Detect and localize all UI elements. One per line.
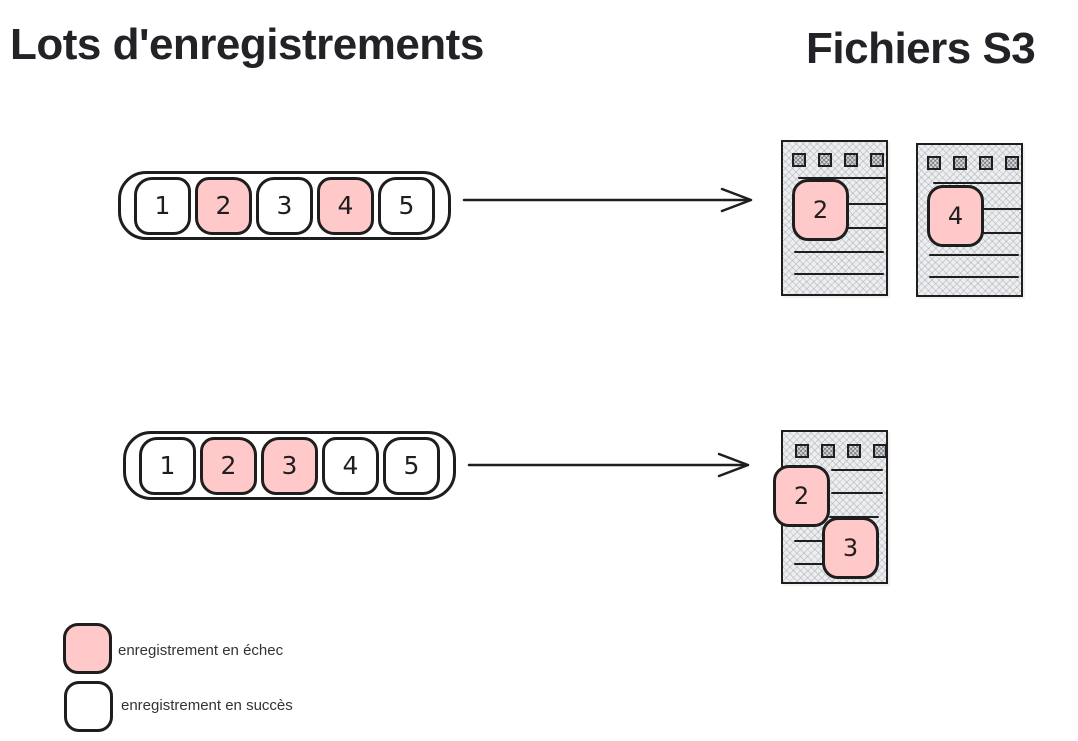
s3-file-lot1-a: 2 (781, 140, 888, 296)
ruled-line (929, 254, 1019, 256)
file-header-square-icon (870, 153, 884, 167)
file-header-square-icon (821, 444, 835, 458)
file-header-square-icon (844, 153, 858, 167)
record-box: 2 (200, 436, 257, 495)
ruled-line (831, 492, 883, 494)
record-box: 1 (139, 436, 196, 495)
ruled-line (847, 203, 887, 205)
record-box: 3 (261, 436, 318, 495)
file-header-square-icon (847, 444, 861, 458)
record-box: 4 (322, 436, 379, 495)
ruled-line (982, 208, 1022, 210)
legend-swatch-failed (63, 623, 112, 674)
record-box: 2 (195, 176, 252, 235)
file-header-square-icon (818, 153, 832, 167)
title-lots-enregistrements: Lots d'enregistrements (10, 20, 484, 69)
record-box: 5 (378, 176, 435, 235)
ruled-line (933, 182, 1021, 184)
record-box: 5 (383, 436, 440, 495)
ruled-line (831, 469, 883, 471)
ruled-line (847, 227, 887, 229)
failed-record-chip: 2 (792, 179, 849, 241)
batch-lot-2: 1 2 3 4 5 (123, 431, 456, 500)
record-box: 3 (256, 176, 313, 235)
file-header-square-icon (792, 153, 806, 167)
ruled-line (794, 540, 826, 542)
file-header-square-icon (979, 156, 993, 170)
file-header-square-icon (1005, 156, 1019, 170)
title-fichiers-s3: Fichiers S3 (806, 24, 1036, 73)
ruled-line (794, 563, 826, 565)
legend-label-success: enregistrement en succès (121, 697, 293, 714)
record-box: 4 (317, 176, 374, 235)
arrow-lot1-to-files (462, 187, 753, 213)
legend-swatch-success (64, 681, 113, 732)
file-header-square-icon (927, 156, 941, 170)
failed-record-chip: 3 (822, 517, 879, 579)
ruled-line (798, 177, 886, 179)
ruled-line (982, 232, 1022, 234)
legend-label-failed: enregistrement en échec (118, 642, 284, 659)
arrow-lot2-to-file (467, 452, 750, 478)
s3-file-lot2: 2 3 (773, 430, 888, 584)
failed-record-chip: 2 (773, 465, 830, 527)
file-header-square-icon (795, 444, 809, 458)
record-box: 1 (134, 176, 191, 235)
ruled-line (794, 273, 884, 275)
batch-lot-1: 1 2 3 4 5 (118, 171, 451, 240)
file-header-square-icon (873, 444, 887, 458)
s3-file-lot1-b: 4 (916, 143, 1023, 297)
failed-record-chip: 4 (927, 185, 984, 247)
file-header-square-icon (953, 156, 967, 170)
ruled-line (794, 251, 884, 253)
ruled-line (929, 276, 1019, 278)
